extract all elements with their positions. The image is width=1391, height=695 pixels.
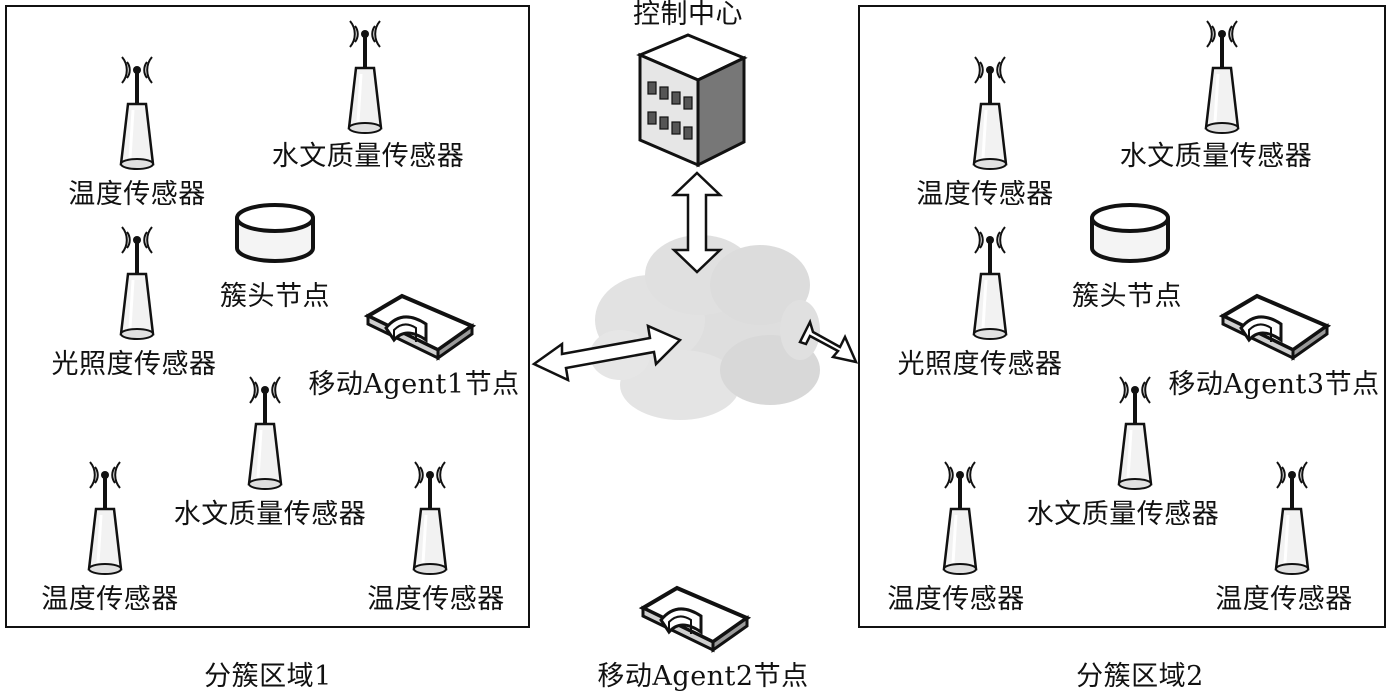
cluster-head-label: 簇头节点 <box>220 281 330 312</box>
sensor-icon <box>1274 460 1310 576</box>
sensor-icon <box>87 460 123 576</box>
sensor-label: 温度传感器 <box>367 584 505 615</box>
sensor-label: 水文质量传感器 <box>173 499 367 530</box>
sensor-icon <box>347 19 383 135</box>
cluster-region-2-frame <box>858 5 1386 628</box>
sensor-icon <box>119 55 155 171</box>
control-center-label: 控制中心 <box>633 0 743 30</box>
sensor-icon <box>1204 19 1240 135</box>
cluster-region-1-label: 分簇区域1 <box>204 661 332 692</box>
cluster-head-icon <box>235 203 315 263</box>
mobile-agent-icon <box>366 294 474 360</box>
cluster-head-icon <box>1090 203 1170 263</box>
cluster-region-1-frame <box>5 5 530 628</box>
server-building-icon <box>636 33 748 168</box>
sensor-label: 水文质量传感器 <box>271 141 465 172</box>
cluster-head-label: 簇头节点 <box>1072 281 1182 312</box>
sensor-label: 温度传感器 <box>41 584 179 615</box>
sensor-icon <box>247 375 283 491</box>
sensor-label: 温度传感器 <box>1215 584 1353 615</box>
arrow-control-cloud <box>670 171 724 274</box>
sensor-icon <box>1117 375 1153 491</box>
sensor-label: 水文质量传感器 <box>1026 499 1220 530</box>
sensor-icon <box>942 460 978 576</box>
mobile-agent-icon <box>1221 294 1329 360</box>
sensor-label: 水文质量传感器 <box>1119 141 1313 172</box>
sensor-label: 温度传感器 <box>68 179 206 210</box>
mobile-agent-icon <box>641 586 749 652</box>
sensor-icon <box>119 225 155 341</box>
sensor-label: 光照度传感器 <box>51 349 217 380</box>
mobile-agent-label: 移动Agent3节点 <box>1168 369 1380 400</box>
mobile-agent-label: 移动Agent1节点 <box>308 369 520 400</box>
mobile-agent-label: 移动Agent2节点 <box>597 661 809 692</box>
sensor-label: 光照度传感器 <box>897 349 1063 380</box>
sensor-icon <box>972 55 1008 171</box>
sensor-label: 温度传感器 <box>916 179 1054 210</box>
sensor-icon <box>412 460 448 576</box>
arrow-cloud-region2 <box>798 318 859 364</box>
cluster-region-2-label: 分簇区域2 <box>1076 661 1204 692</box>
sensor-label: 温度传感器 <box>887 584 1025 615</box>
sensor-icon <box>972 225 1008 341</box>
arrow-region1-cloud <box>531 323 683 383</box>
